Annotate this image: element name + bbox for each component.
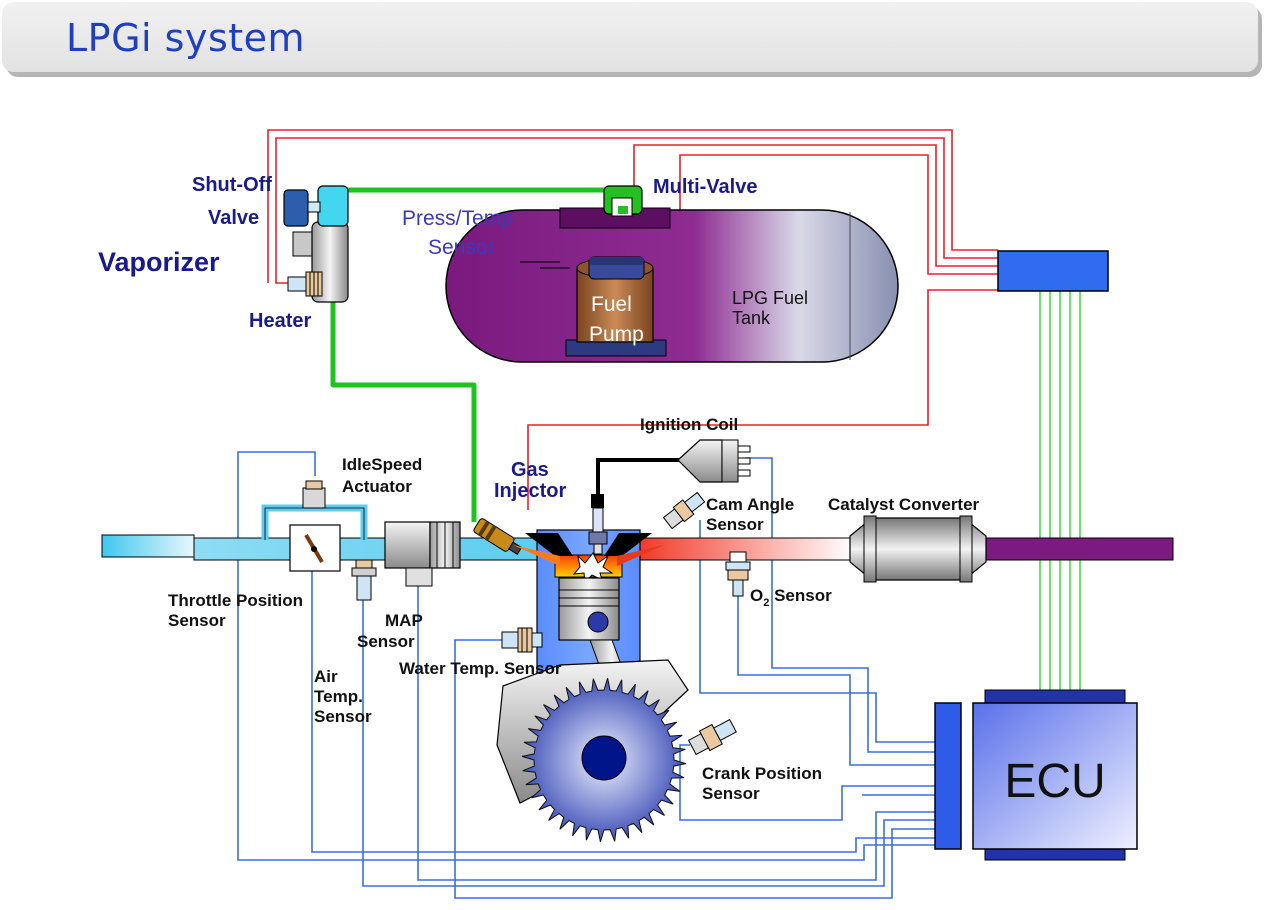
label-ignition-coil: Ignition Coil	[640, 415, 738, 434]
label-throttle-line1: Throttle Position	[168, 591, 303, 610]
map-sensor	[384, 521, 461, 587]
label-ecu: ECU	[1004, 755, 1105, 808]
page-title: LPGi system	[66, 16, 306, 60]
label-shut-off-valve-line1: Shut-Off	[192, 174, 272, 196]
label-water-temp: Water Temp. Sensor	[399, 659, 562, 678]
label-shut-off-valve-line2: Valve	[208, 207, 259, 229]
crank-position-sensor	[687, 718, 737, 756]
exhaust-pipe	[639, 537, 1174, 561]
wiring-connector	[997, 250, 1109, 292]
label-catalyst-converter: Catalyst Converter	[828, 495, 980, 514]
label-press-temp-line1: Press/Temp	[402, 207, 513, 230]
heater	[287, 271, 323, 297]
label-vaporizer: Vaporizer	[98, 247, 220, 277]
ecu-bus-wires	[1039, 290, 1081, 690]
label-gas-injector-line1: Gas	[511, 459, 549, 481]
o2-sensor	[725, 551, 751, 597]
label-idle-speed-line2: Actuator	[342, 477, 412, 496]
title-bar: LPGi system	[2, 2, 1258, 72]
label-lpg-tank-line1: LPG Fuel	[732, 288, 808, 308]
label-idle-speed-line1: IdleSpeed	[342, 455, 422, 474]
label-throttle-line2: Sensor	[168, 611, 226, 630]
fuel-lines	[330, 187, 606, 522]
label-crank-line2: Sensor	[702, 784, 760, 803]
label-fuel-pump-line2: Pump	[589, 323, 644, 346]
label-air-temp-line2: Temp.	[314, 687, 363, 706]
spark-plug	[588, 458, 682, 555]
label-heater: Heater	[249, 310, 311, 332]
air-temp-sensor	[351, 559, 377, 601]
label-cam-angle-line1: Cam Angle	[706, 495, 794, 514]
ignition-coil	[677, 439, 751, 483]
power-wires	[267, 129, 998, 510]
label-multi-valve: Multi-Valve	[653, 176, 757, 198]
engine-cylinder	[513, 529, 664, 701]
gas-injector	[473, 518, 523, 555]
water-temp-sensor	[501, 627, 543, 653]
label-gas-injector-line2: Injector	[494, 480, 566, 502]
signal-wires	[237, 451, 935, 899]
label-map-line1: MAP	[385, 611, 423, 630]
label-air-temp-line1: Air	[314, 667, 338, 686]
label-map-line2: Sensor	[357, 632, 415, 651]
idle-speed-actuator	[261, 480, 368, 540]
crank-hub	[581, 735, 627, 781]
label-fuel-pump-line1: Fuel	[591, 293, 632, 316]
throttle-body	[289, 524, 341, 572]
label-press-temp-line2: Sensor	[428, 236, 495, 259]
catalyst-converter	[849, 515, 987, 583]
cam-angle-sensor	[662, 491, 706, 530]
label-lpg-tank-line2: Tank	[732, 308, 771, 328]
lpg-fuel-tank	[445, 207, 899, 363]
multi-valve	[603, 185, 643, 217]
crank-wheel	[521, 677, 687, 843]
label-cam-angle-line2: Sensor	[706, 515, 764, 534]
fuel-pump	[565, 256, 667, 357]
label-crank-line1: Crank Position	[702, 764, 822, 783]
ecu-unit	[934, 689, 1138, 861]
label-air-temp-line3: Sensor	[314, 707, 372, 726]
label-o2-sensor: O2 Sensor	[750, 586, 832, 609]
